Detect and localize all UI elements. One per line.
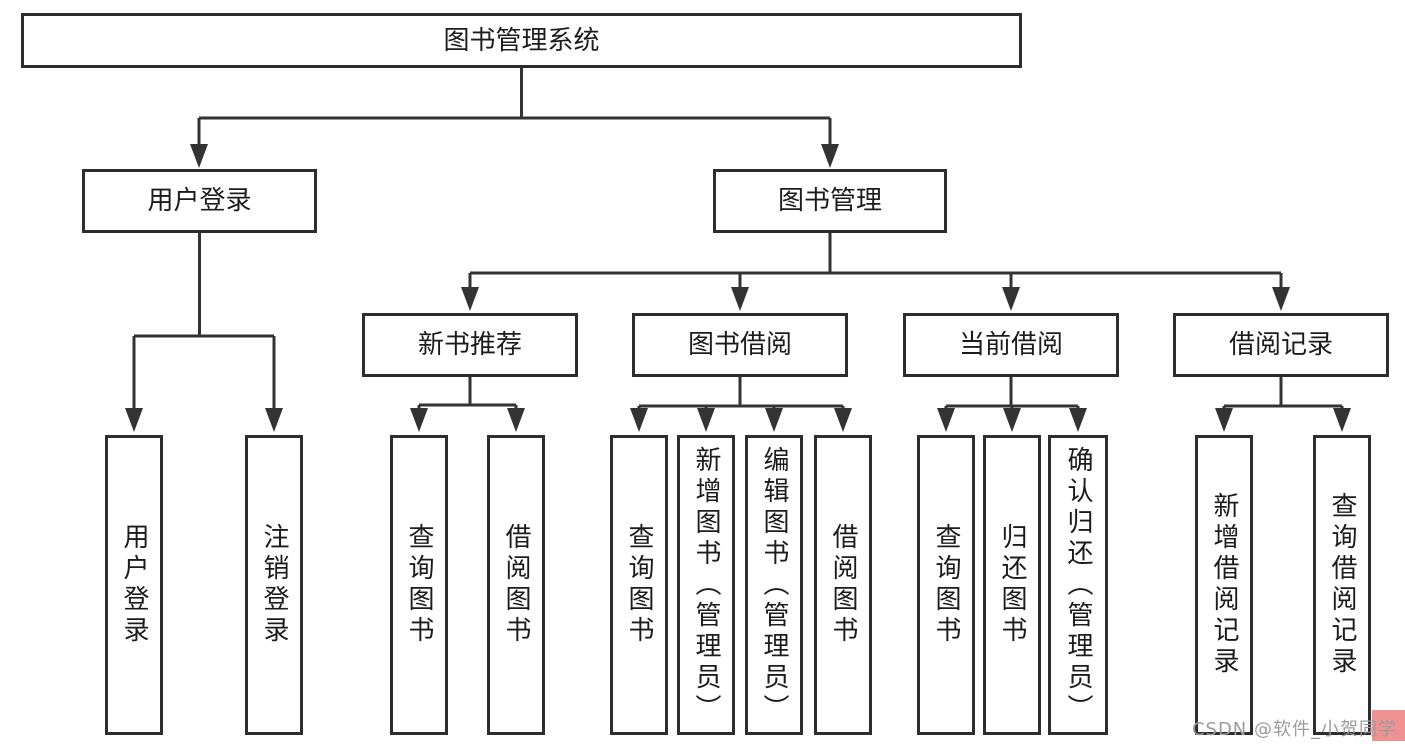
watermark-highlight: [1372, 710, 1405, 741]
node-new-book-recommend: 新书推荐: [362, 313, 578, 377]
leaf-query-borrow-record: 查询借阅记录: [1313, 435, 1371, 735]
edge-login-to-leaves: [125, 233, 283, 432]
leaf-logout: 注销登录: [245, 435, 303, 735]
arrow-down-icon: [937, 408, 955, 432]
arrow-down-icon: [697, 408, 715, 432]
leaf-borrow-books: 借阅图书: [814, 435, 872, 735]
leaf-borrow-books-newbooks: 借阅图书: [487, 435, 545, 735]
node-borrow-records: 借阅记录: [1173, 313, 1389, 377]
arrow-down-icon: [507, 408, 525, 432]
node-book-management: 图书管理: [713, 169, 947, 233]
edge-root-to-level2: [190, 68, 839, 168]
leaf-query-books-newbooks: 查询图书: [390, 435, 448, 735]
edge-newbooks-to-leaves: [410, 377, 525, 432]
node-book-borrow: 图书借阅: [632, 313, 848, 377]
leaf-add-books-admin: 新增图书（管理员）: [677, 435, 735, 735]
node-user-login: 用户登录: [82, 169, 317, 233]
watermark-text: CSDN @软件_小贺同学: [1191, 719, 1397, 740]
arrow-down-icon: [190, 144, 208, 168]
leaf-query-books-borrow: 查询图书: [610, 435, 668, 735]
leaf-query-books-current: 查询图书: [917, 435, 975, 735]
arrow-down-icon: [410, 408, 428, 432]
edge-management-to-level3: [461, 233, 1290, 311]
arrow-down-icon: [265, 408, 283, 432]
node-current-borrow: 当前借阅: [903, 313, 1119, 377]
arrow-down-icon: [765, 408, 783, 432]
arrow-down-icon: [125, 408, 143, 432]
leaf-user-login: 用户登录: [105, 435, 163, 735]
leaf-add-borrow-record: 新增借阅记录: [1195, 435, 1253, 735]
arrow-down-icon: [461, 287, 479, 311]
arrow-down-icon: [731, 287, 749, 311]
arrow-down-icon: [821, 144, 839, 168]
node-root-system: 图书管理系统: [21, 13, 1022, 68]
edge-current-to-leaves: [937, 377, 1087, 432]
arrow-down-icon: [1215, 408, 1233, 432]
leaf-edit-books-admin: 编辑图书（管理员）: [745, 435, 803, 735]
arrow-down-icon: [1333, 408, 1351, 432]
leaf-return-books: 归还图书: [983, 435, 1041, 735]
arrow-down-icon: [630, 408, 648, 432]
arrow-down-icon: [1272, 287, 1290, 311]
edge-records-to-leaves: [1215, 377, 1351, 432]
edge-borrow-to-leaves: [630, 377, 852, 432]
leaf-confirm-return-admin: 确认归还（管理员）: [1048, 435, 1108, 735]
arrow-down-icon: [834, 408, 852, 432]
arrow-down-icon: [1002, 287, 1020, 311]
arrow-down-icon: [1069, 408, 1087, 432]
arrow-down-icon: [1003, 408, 1021, 432]
